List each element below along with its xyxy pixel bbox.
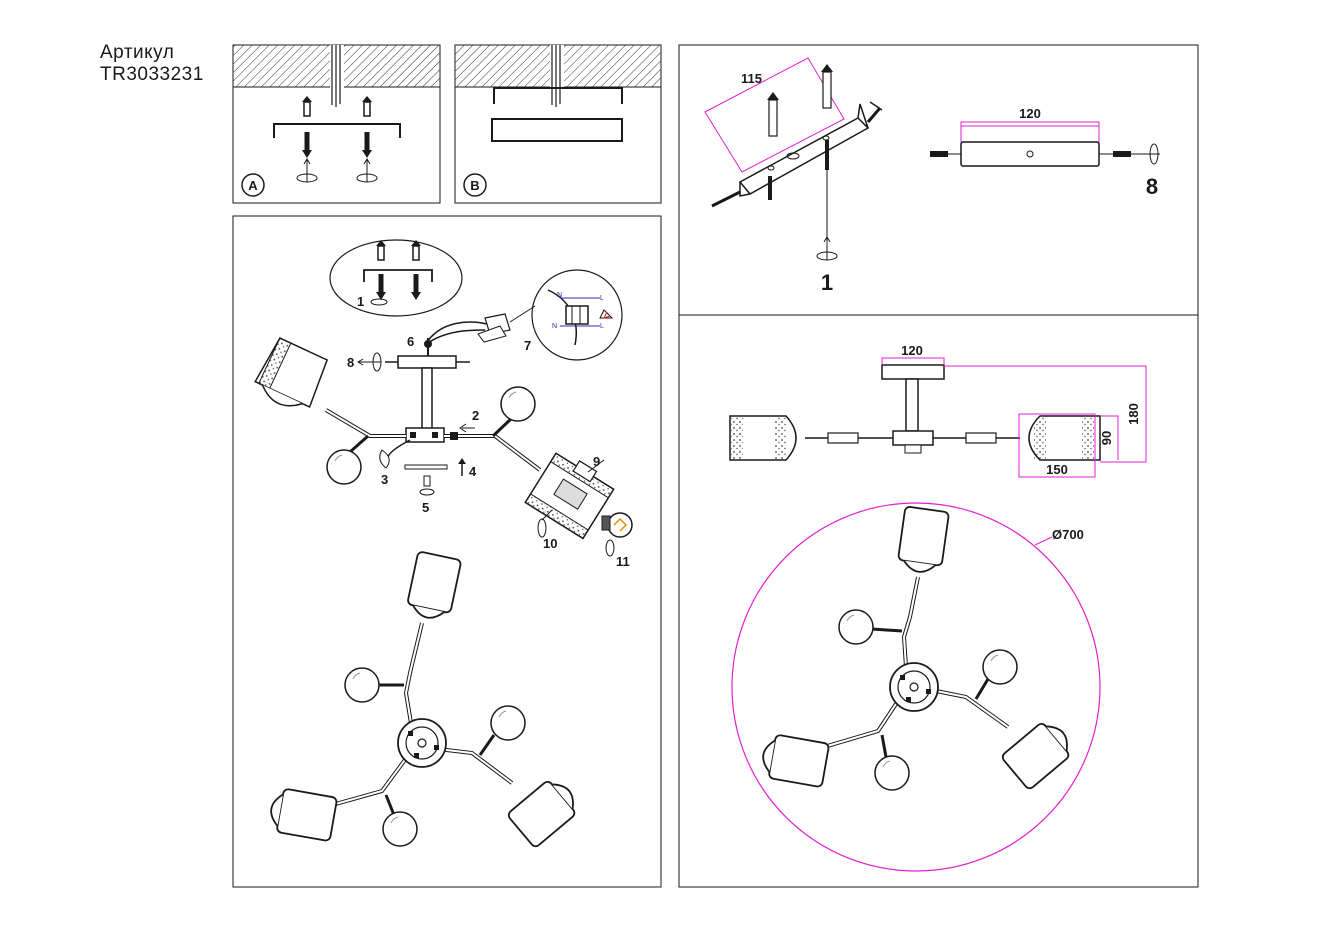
panel-b-label: B [470, 178, 479, 193]
bracket-length-label: 115 [741, 71, 762, 86]
screw-step-number: 1 [821, 270, 833, 295]
total-height-label: 180 [1126, 403, 1141, 425]
article-label: Артикул [100, 42, 175, 63]
step-5: 5 [422, 500, 429, 515]
step-8: 8 [347, 355, 354, 370]
wire-l-top: L [600, 295, 604, 302]
mounting-panel: 115 1 120 8 [678, 44, 1199, 316]
step-1: 1 [357, 294, 364, 309]
plate-width-label: 120 [1019, 106, 1041, 121]
shade-width-label: 150 [1046, 462, 1068, 477]
wire-l-bottom: L [600, 323, 604, 330]
step-11: 11 [616, 554, 630, 569]
article-code: TR3033231 [100, 64, 204, 85]
canopy-width-label: 120 [901, 343, 923, 358]
step-2: 2 [472, 408, 479, 423]
assembly-panel: 1 N L N L 7 6 8 [232, 215, 662, 888]
article-title: Артикул TR3033231 [100, 42, 204, 86]
diameter-label: Ø700 [1052, 527, 1084, 542]
wire-n-bottom: N [552, 323, 557, 330]
step-9: 9 [593, 454, 600, 469]
panel-a-label: A [248, 178, 258, 193]
step-6: 6 [407, 334, 414, 349]
shade-height-label: 90 [1099, 431, 1114, 445]
wire-n-top: N [557, 292, 562, 299]
panel-b: B [454, 44, 662, 204]
side-screw-step-number: 8 [1146, 174, 1158, 199]
dimensions-panel: 120 180 90 150 Ø700 [678, 314, 1199, 888]
step-7: 7 [524, 338, 531, 353]
step-3: 3 [381, 472, 388, 487]
step-4: 4 [469, 464, 477, 479]
step-10: 10 [543, 536, 557, 551]
panel-a: A [232, 44, 441, 204]
